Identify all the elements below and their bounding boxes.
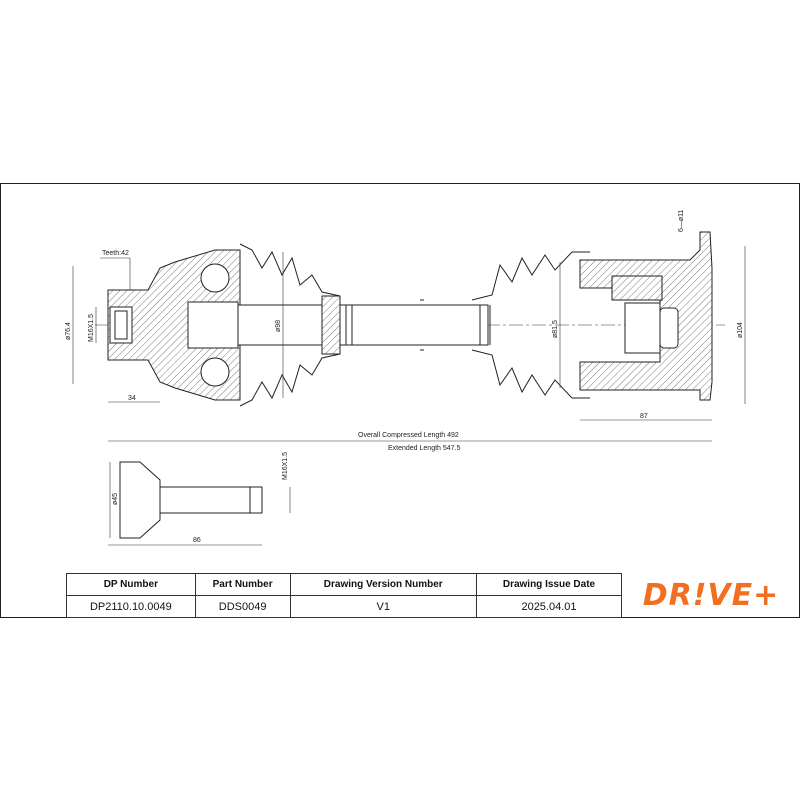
header-version: Drawing Version Number [289,573,477,596]
sheet-border [0,183,800,618]
teeth-label: Teeth:42 [102,250,129,257]
dim-boot-right: ø81.5 [552,320,559,338]
value-version: V1 [289,595,477,618]
title-block: DP Number Part Number Drawing Version Nu… [66,573,623,618]
dim-bolt-thread: M16X1.5 [282,452,289,480]
dim-flange: ø104 [737,322,744,338]
dim-bolt-diameter: ø45 [112,493,119,505]
dim-34: 34 [128,395,136,402]
header-part-number: Part Number [194,573,291,596]
dim-outer-diameter: ø76.4 [65,322,72,340]
value-issue-date: 2025.04.01 [475,595,623,618]
dim-overall-length: Overall Compressed Length 492 [358,432,459,439]
dim-bolt-length: 86 [193,537,201,544]
brand-logo: DR!VE+ [642,577,780,613]
drive-shaft [237,295,491,355]
dim-87: 87 [640,413,648,420]
value-part-number: DDS0049 [194,595,291,618]
dim-extended-length: Extended Length 547.5 [388,445,461,452]
dim-holes: 6—ø11 [678,209,685,232]
dimension-lines [72,246,746,546]
left-boot [239,243,341,407]
dim-boot-left: ø98 [275,320,282,332]
value-dp-number: DP2110.10.0049 [66,595,196,618]
dim-thread-left: M16X1.5 [88,314,95,342]
inner-tripod-joint [579,231,713,401]
header-dp-number: DP Number [66,573,196,596]
right-boot [471,251,590,399]
header-issue-date: Drawing Issue Date [475,573,623,596]
outer-cv-joint [107,249,241,401]
bolt [119,461,263,539]
